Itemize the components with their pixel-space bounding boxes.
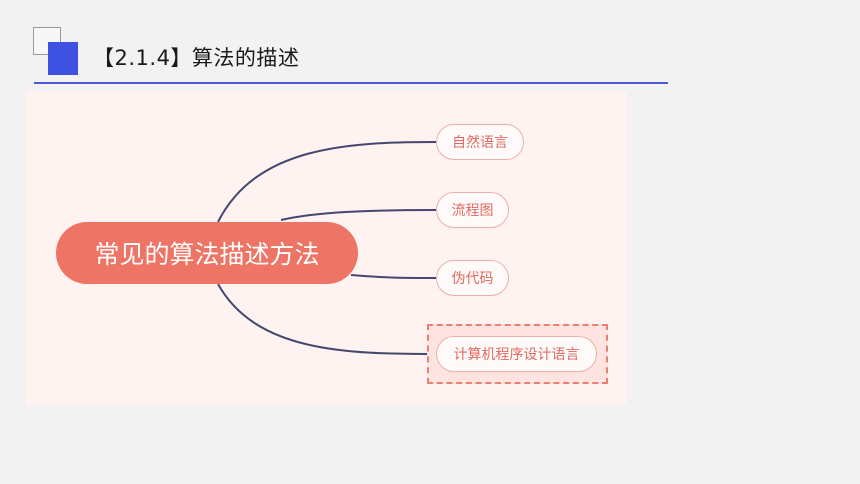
page-title: 【2.1.4】算法的描述 bbox=[93, 46, 300, 70]
leaf-flowchart: 流程图 bbox=[436, 192, 509, 228]
leaf-natural-language: 自然语言 bbox=[436, 124, 524, 160]
mindmap-root-node: 常见的算法描述方法 bbox=[56, 222, 358, 284]
leaf-programming-language: 计算机程序设计语言 bbox=[436, 336, 597, 372]
connector-pseudocode bbox=[350, 274, 437, 279]
decorative-square-outline bbox=[33, 27, 61, 55]
title-divider bbox=[34, 82, 668, 84]
decorative-square-blue bbox=[48, 42, 78, 75]
connector-programming-language bbox=[217, 283, 437, 355]
connector-natural-language bbox=[217, 141, 437, 223]
connector-flowchart bbox=[280, 209, 437, 221]
mindmap-canvas: 常见的算法描述方法 自然语言 流程图 伪代码 计算机程序设计语言 bbox=[26, 92, 627, 405]
leaf-pseudocode: 伪代码 bbox=[436, 260, 509, 296]
mindmap-connectors bbox=[217, 141, 437, 355]
